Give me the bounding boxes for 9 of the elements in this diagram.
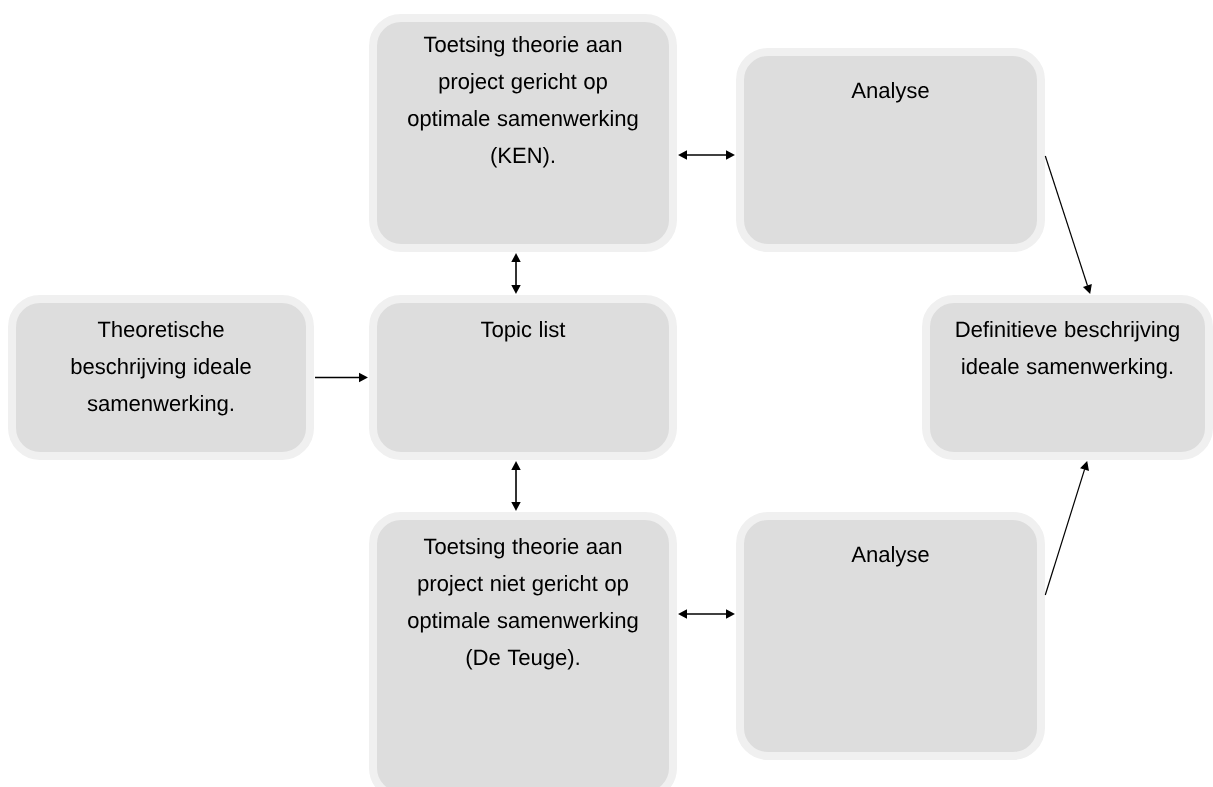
arrow	[1044, 461, 1089, 596]
process-box: Topic list	[369, 295, 677, 460]
process-box: Toetsing theorie aan project niet gericht op optimale samenwerking (De Teuge).	[369, 512, 677, 787]
process-box: Theoretische beschrijving ideale samenwerking.	[8, 295, 314, 460]
process-box: Analyse	[736, 48, 1045, 252]
process-box: Toetsing theorie aan project gericht op optimale samenwerking (KEN).	[369, 14, 677, 252]
arrow	[1044, 155, 1092, 294]
process-box: Definitieve beschrijving ideale samenwerking.	[922, 295, 1213, 460]
process-box: Analyse	[736, 512, 1045, 760]
